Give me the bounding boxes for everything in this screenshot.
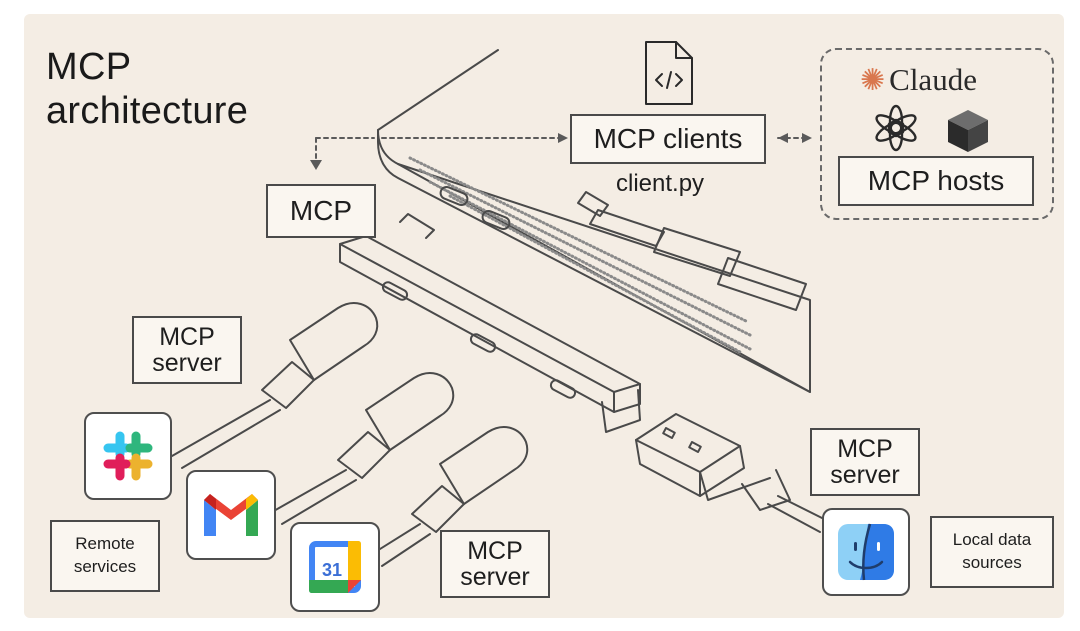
gmail-tile [186,470,276,560]
mcp-server-top-box: MCP server [132,316,242,384]
mcp-hosts-box: MCP hosts [838,156,1034,206]
local-line-2: sources [962,553,1022,572]
claude-icon: ✺ [860,62,886,98]
openai-icon [875,104,917,152]
server-top-line-2: server [152,349,222,377]
remote-services-box: Remote services [50,520,160,592]
calendar-tile: 31 [290,522,380,612]
finder-icon [838,523,894,581]
local-line-1: Local data [952,530,1032,550]
local-data-sources-box: Local data sources [930,516,1054,588]
server-right-line-1: MCP [837,434,893,463]
server-bottom-line-2: server [460,563,530,591]
laptop-illustration [377,49,811,393]
claude-wordmark: Claude [889,62,977,97]
mcp-server-bottom-box: MCP server [440,530,550,598]
usb-c-cables-illustration [171,302,529,567]
gmail-icon [204,494,258,536]
remote-line-1: Remote [75,534,135,554]
mcp-clients-box: MCP clients [570,114,766,164]
server-top-line-1: MCP [159,322,215,351]
server-bottom-line-1: MCP [467,536,523,565]
keyboard-keys [577,191,807,311]
calendar-day-text: 31 [322,560,342,580]
slack-tile [84,412,172,500]
mcp-hub-box: MCP [266,184,376,238]
remote-line-2: services [73,557,137,576]
server-right-line-2: server [830,461,900,489]
mcp-hub-label: MCP [289,195,353,227]
mcp-hosts-group [820,48,1054,220]
mcp-clients-label: MCP clients [593,123,743,155]
slack-icon [103,431,153,481]
cube-icon [948,110,988,152]
diagram-title: MCP architecture [46,46,248,133]
usb-hub-illustration [339,213,641,433]
title-line-1: MCP [46,46,132,88]
title-line-2: architecture [46,89,249,132]
client-file-label: client.py [616,170,705,197]
mcp-server-right-box: MCP server [810,428,920,496]
finder-tile [822,508,910,596]
mcp-hosts-label: MCP hosts [867,165,1005,197]
usb-a-plug-illustration [635,413,827,533]
calendar-icon: 31 [309,541,361,593]
code-file-icon [645,41,693,105]
claude-logo: ✺ Claude [860,62,977,98]
